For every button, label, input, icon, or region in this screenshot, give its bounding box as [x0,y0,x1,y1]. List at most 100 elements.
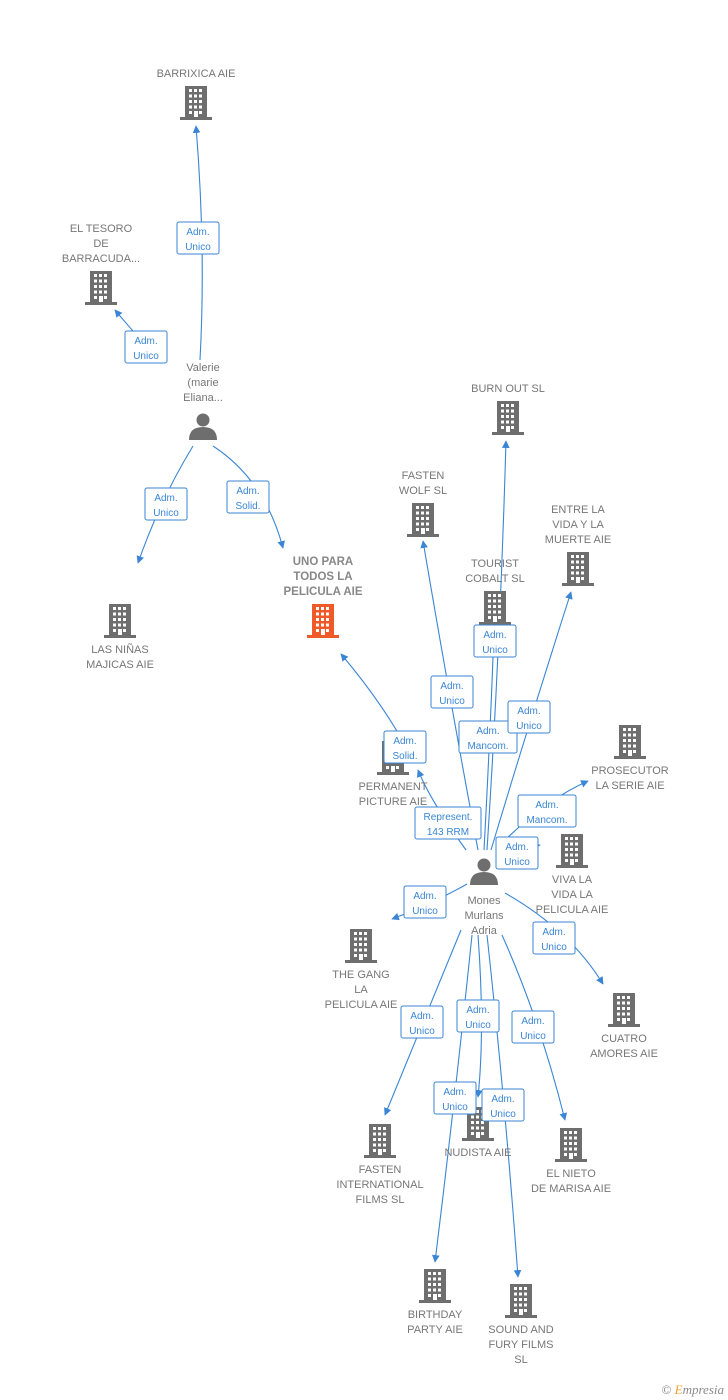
node-label: LAS NIÑAS [91,643,148,656]
node-tesoro[interactable]: EL TESORODEBARRACUDA... [62,223,140,305]
node-label: VIDA LA [551,889,593,901]
node-label: COBALT SL [465,573,525,585]
node-barrixica[interactable]: BARRIXICA AIE [157,68,236,120]
edge-label-box [433,1081,477,1115]
node-label: PELICULA AIE [283,586,362,598]
node-label: PROSECUTOR [591,765,668,777]
node-label: CUATRO [601,1033,647,1045]
edge-label-valerie-to-unopara[interactable]: Adm.Solid. [226,480,270,514]
edge-label-text: Solid. [235,501,260,512]
edge-label-text: Unico [490,1109,516,1120]
edge-label-text: Adm. [505,842,528,853]
edge-label-text: Adm. [410,1011,433,1022]
edge-label-mones-to-fasteninternational[interactable]: Adm. Unico [400,1005,444,1039]
edge-label-text: Adm. [134,336,157,347]
person-icon [189,413,217,440]
edge-label-box [517,794,577,828]
edge-label-box [481,1088,525,1122]
edge-label-text: Adm. [466,1005,489,1016]
edge-label-valerie-to-barrixica[interactable]: Adm.Unico [176,221,220,255]
node-label: SOUND AND [488,1324,553,1336]
edge-label-box [507,700,551,734]
node-label: BURN OUT SL [471,383,545,395]
building-icon [364,1124,396,1158]
edge-label-box [400,1005,444,1039]
edge-label-mones-to-cuatro[interactable]: Adm.Unico [532,921,576,955]
building-icon [556,834,588,868]
building-icon [555,1128,587,1162]
edge-label-box [414,806,482,840]
edge-label-text: Unico [520,1031,546,1042]
node-label: EL TESORO [70,223,133,235]
node-label: Murlans [464,910,504,922]
node-label: LA SERIE AIE [595,780,664,792]
footer-brand[interactable]: © Empresia [662,1382,725,1398]
edge-label-text: Unico [465,1020,491,1031]
node-valerie[interactable]: Valerie(marieEliana... [183,362,223,440]
building-icon [608,993,640,1027]
node-label: PELICULA AIE [325,999,398,1011]
edge-label-box [495,836,539,870]
edge-label-permanent-to-unopara[interactable]: Adm.Solid. [383,730,427,764]
node-burnout[interactable]: BURN OUT SL [471,383,545,435]
edge-label-mones-to-permanent[interactable]: Represent.143 RRM [414,806,482,840]
edge-label-box [124,330,168,364]
edge-labels-layer: Adm.UnicoAdm.UnicoAdm.UnicoAdm.Solid.Adm… [124,221,577,1122]
edge-mones-to-permanent [417,769,467,851]
person-icon [470,858,498,885]
edge-label-text: Adm. [483,630,506,641]
edge-label-text: Adm. [440,681,463,692]
node-label: FILMS SL [356,1194,405,1206]
node-label: TODOS LA [293,571,352,583]
edge-label-valerie-to-tesoro[interactable]: Adm. Unico [124,330,168,364]
node-unopara[interactable]: UNO PARA TODOS LA PELICULA AIE [283,556,363,638]
building-icon [492,401,524,435]
edge-label-mones-to-nudista[interactable]: Adm. Unico [456,999,500,1033]
edge-label-mones-to-soundfury[interactable]: Adm.Unico [481,1088,525,1122]
edge-label-text: Unico [409,1026,435,1037]
edge-label-box [383,730,427,764]
edge-label-text: Adm. [535,800,558,811]
edge-label-mones-to-thegang[interactable]: Adm.Unico [403,885,447,919]
edge-label-text: Unico [133,351,159,362]
building-icon [180,86,212,120]
edge-label-text: Mancom. [467,741,508,752]
node-label: Mones [467,895,501,907]
edge-label-mones-to-tourist[interactable]: Adm.Unico [473,624,517,658]
node-label: NUDISTA AIE [444,1147,511,1159]
edge-label-mones-to-viva[interactable]: Adm.Unico [495,836,539,870]
edge-label-mones-to-nieto[interactable]: Adm. Unico [511,1010,555,1044]
edge-label-mones-to-fastenwolf[interactable]: Adm.Unico [430,675,474,709]
node-label: UNO PARA [293,556,353,568]
edge-label-box [511,1010,555,1044]
edge-label-text: Adm. [443,1087,466,1098]
node-prosecutor[interactable]: PROSECUTOR LA SERIE AIE [591,725,669,792]
edge-label-box [473,624,517,658]
edge-label-text: Unico [516,721,542,732]
building-icon [505,1284,537,1318]
building-icon [104,604,136,638]
edge-label-text: Unico [185,242,211,253]
edge-label-mones-to-burnout[interactable]: Adm.Mancom. [458,720,518,754]
edge-label-valerie-to-ninas[interactable]: Adm.Unico [144,487,188,521]
edge-label-text: Adm. [521,1016,544,1027]
edge-label-text: Adm. [517,706,540,717]
node-label: BARRACUDA... [62,253,140,265]
edge-label-mones-to-birthday[interactable]: Adm.Unico [433,1081,477,1115]
building-icon [345,929,377,963]
edge-label-mones-to-prosecutor[interactable]: Adm.Mancom. [517,794,577,828]
edge-label-mones-to-entre[interactable]: Adm. Unico [507,700,551,734]
